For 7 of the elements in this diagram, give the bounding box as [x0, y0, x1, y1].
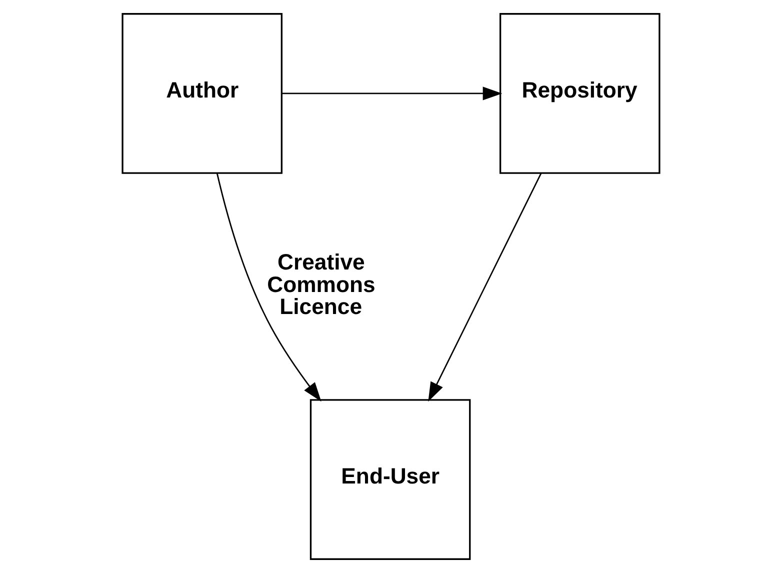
edge-label: Creative Commons Licence	[266, 250, 375, 319]
arrow	[428, 173, 542, 402]
node-box: Repository	[499, 13, 660, 174]
node-box: Author	[121, 13, 282, 174]
node-box: End-User	[309, 399, 470, 560]
arrow	[216, 172, 321, 402]
arrow	[281, 86, 502, 100]
